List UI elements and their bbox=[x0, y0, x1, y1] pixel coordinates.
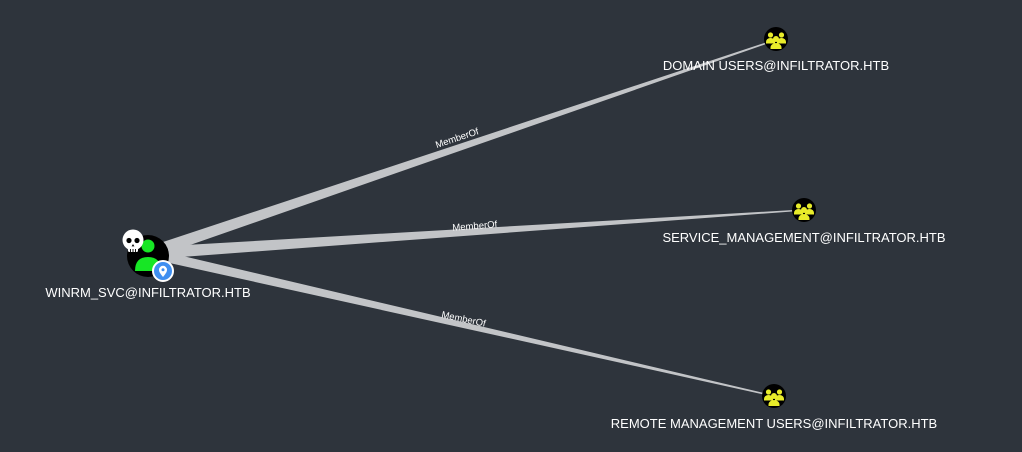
edge-label-service-management: MemberOf bbox=[452, 219, 498, 234]
group-icon bbox=[794, 203, 814, 220]
node-remote-management-users[interactable] bbox=[762, 384, 786, 408]
node-label-service-management: SERVICE_MANAGEMENT@INFILTRATOR.HTB bbox=[662, 230, 945, 245]
node-service-management[interactable] bbox=[792, 198, 816, 222]
edges bbox=[163, 39, 804, 397]
edge-memberof-remote-management-users[interactable] bbox=[165, 253, 774, 397]
node-domain-users[interactable] bbox=[764, 27, 788, 51]
group-icon bbox=[766, 32, 786, 49]
group-icon bbox=[764, 389, 784, 406]
edge-memberof-service-management[interactable] bbox=[168, 209, 804, 258]
node-label-domain-users: DOMAIN USERS@INFILTRATOR.HTB bbox=[663, 58, 889, 73]
node-label-remote-management-users: REMOTE MANAGEMENT USERS@INFILTRATOR.HTB bbox=[611, 416, 937, 431]
node-label-winrm-svc: WINRM_SVC@INFILTRATOR.HTB bbox=[45, 285, 250, 300]
skull-icon bbox=[122, 229, 144, 252]
node-winrm-svc[interactable] bbox=[122, 229, 174, 282]
edge-memberof-domain-users[interactable] bbox=[163, 39, 776, 253]
location-pin-icon bbox=[152, 260, 174, 282]
